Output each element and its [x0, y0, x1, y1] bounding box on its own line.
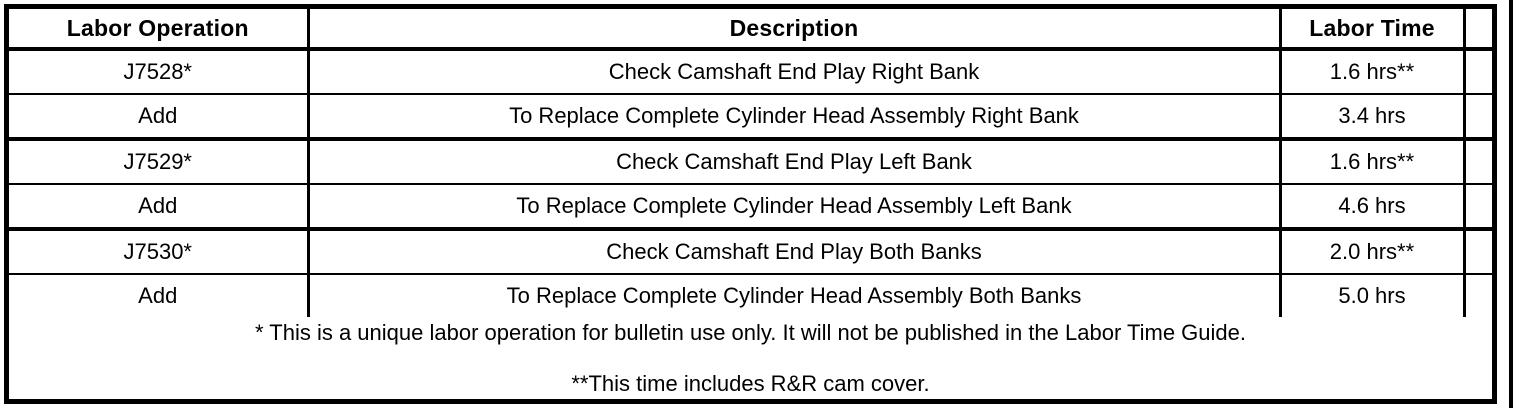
footnote-double-asterisk: **This time includes R&R cam cover.: [571, 371, 930, 396]
cell-description: To Replace Complete Cylinder Head Assemb…: [308, 274, 1282, 317]
labor-operation-table: Labor Operation Description Labor Time J…: [9, 9, 1492, 399]
cell-blank: [1464, 49, 1492, 95]
cell-blank: [1464, 274, 1492, 317]
cell-labor-time: 1.6 hrs**: [1280, 139, 1466, 185]
column-header-blank: [1464, 9, 1492, 51]
cell-description: Check Camshaft End Play Left Bank: [308, 139, 1282, 185]
column-header-labor-time: Labor Time: [1280, 9, 1466, 51]
cell-labor-operation: Add: [9, 94, 310, 141]
cell-blank: [1464, 94, 1492, 141]
cell-labor-operation: J7530*: [9, 229, 310, 275]
column-header-description: Description: [308, 9, 1282, 51]
table-row: J7528* Check Camshaft End Play Right Ban…: [9, 49, 1492, 95]
cell-labor-time: 1.6 hrs**: [1280, 49, 1466, 95]
table-header-row: Labor Operation Description Labor Time: [9, 9, 1492, 51]
footnote-single-asterisk: * This is a unique labor operation for b…: [255, 319, 1246, 345]
cell-blank: [1464, 139, 1492, 185]
cell-labor-operation: Add: [9, 274, 310, 317]
table-row: Add To Replace Complete Cylinder Head As…: [9, 94, 1492, 141]
cell-blank: [1464, 229, 1492, 275]
cell-labor-time: 3.4 hrs: [1280, 94, 1466, 141]
cell-labor-operation: J7529*: [9, 139, 310, 185]
table-row: J7529* Check Camshaft End Play Left Bank…: [9, 139, 1492, 185]
cell-description: Check Camshaft End Play Right Bank: [308, 49, 1282, 95]
cell-blank: [1464, 184, 1492, 231]
cell-labor-time: 5.0 hrs: [1280, 274, 1466, 317]
footnote-block: * This is a unique labor operation for b…: [9, 317, 1492, 399]
cell-description: To Replace Complete Cylinder Head Assemb…: [308, 184, 1282, 231]
table-body: J7528* Check Camshaft End Play Right Ban…: [9, 49, 1492, 399]
cell-description: To Replace Complete Cylinder Head Assemb…: [308, 94, 1282, 141]
cell-labor-operation: Add: [9, 184, 310, 231]
footnote-row: * This is a unique labor operation for b…: [9, 317, 1492, 399]
table-row: J7530* Check Camshaft End Play Both Bank…: [9, 229, 1492, 275]
labor-operation-table-container: Labor Operation Description Labor Time J…: [4, 4, 1497, 404]
page-right-margin-rule: [1509, 0, 1513, 408]
table-header: Labor Operation Description Labor Time: [9, 9, 1492, 51]
cell-labor-operation: J7528*: [9, 49, 310, 95]
cell-labor-time: 4.6 hrs: [1280, 184, 1466, 231]
table-row: Add To Replace Complete Cylinder Head As…: [9, 184, 1492, 231]
column-header-labor-operation: Labor Operation: [9, 9, 310, 51]
cell-labor-time: 2.0 hrs**: [1280, 229, 1466, 275]
cell-description: Check Camshaft End Play Both Banks: [308, 229, 1282, 275]
table-row: Add To Replace Complete Cylinder Head As…: [9, 274, 1492, 317]
